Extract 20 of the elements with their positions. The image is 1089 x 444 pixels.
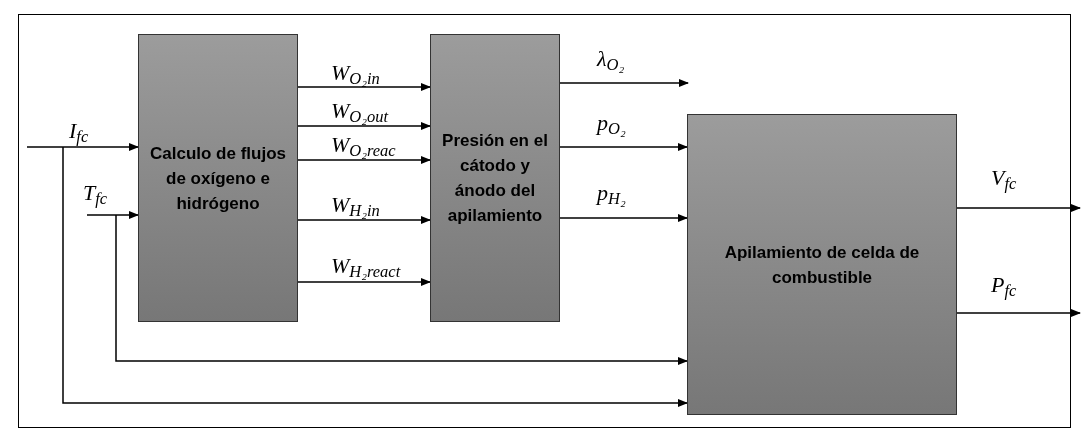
- arrow: [956, 204, 1081, 212]
- arrow: [559, 214, 688, 222]
- arrow: [115, 214, 688, 365]
- process-box: [138, 34, 298, 322]
- arrow: [297, 278, 431, 286]
- arrow: [297, 156, 431, 164]
- process-box: [687, 114, 957, 415]
- box-label: Presión en el cátodo y ánodo del apilamiento: [441, 130, 549, 227]
- arrow: [956, 309, 1081, 317]
- arrow: [62, 146, 688, 407]
- arrow: [26, 143, 139, 151]
- arrow: [297, 83, 431, 91]
- arrow: [559, 79, 689, 87]
- process-box: [430, 34, 560, 322]
- box-label: Calculo de flujos de oxígeno e hidrógeno: [149, 142, 287, 215]
- arrow: [297, 122, 431, 130]
- box-label: Apilamiento de celda de combustible: [723, 241, 921, 289]
- arrow: [86, 211, 139, 219]
- arrow: [559, 143, 688, 151]
- arrow: [297, 216, 431, 224]
